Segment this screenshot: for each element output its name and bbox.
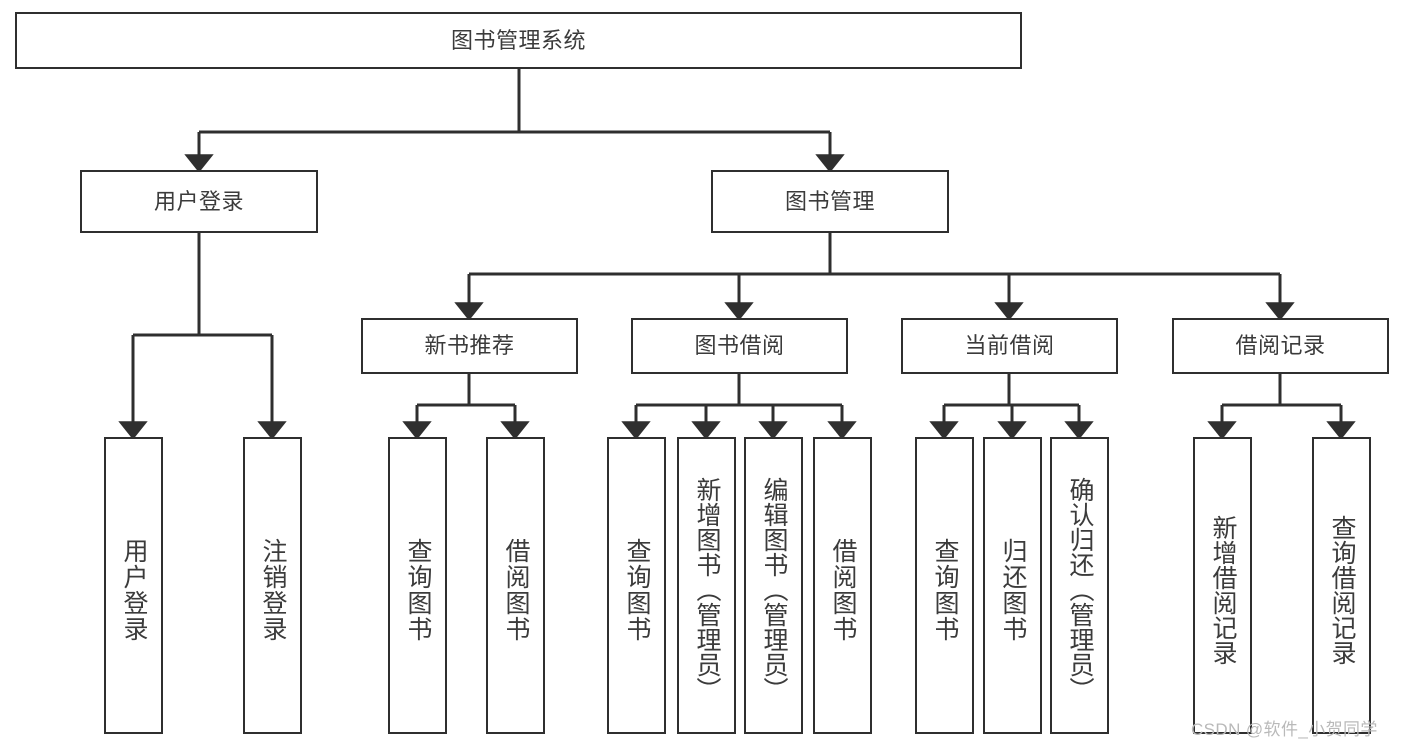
node-root-label: 图书管理系统 [450,27,586,53]
node-leaf-query-book-1-label: 查询图书 [404,537,432,642]
node-leaf-query-record-label: 查询借阅记录 [1328,514,1356,665]
node-leaf-borrow-book-1-label: 借阅图书 [502,537,530,642]
node-leaf-add-book-label: 新增图书（管理员） [693,477,721,702]
node-leaf-query-book-1[interactable]: 查询图书 [388,437,447,734]
node-current-borrow[interactable]: 当前借阅 [901,318,1118,374]
node-leaf-borrow-book-2-label: 借阅图书 [829,537,857,642]
node-book-borrow[interactable]: 图书借阅 [631,318,848,374]
node-user-login[interactable]: 用户登录 [80,170,318,233]
node-root[interactable]: 图书管理系统 [15,12,1022,69]
node-leaf-return-book[interactable]: 归还图书 [983,437,1042,734]
node-leaf-edit-book-label: 编辑图书（管理员） [760,477,788,702]
node-new-book-recommend[interactable]: 新书推荐 [361,318,578,374]
node-leaf-query-book-3-label: 查询图书 [931,537,959,642]
node-book-borrow-label: 图书借阅 [694,333,785,359]
node-leaf-borrow-book-1[interactable]: 借阅图书 [486,437,545,734]
node-leaf-query-book-2-label: 查询图书 [623,537,651,642]
node-leaf-add-book[interactable]: 新增图书（管理员） [677,437,736,734]
node-book-manage-label: 图书管理 [784,188,875,214]
node-leaf-logout[interactable]: 注销登录 [243,437,302,734]
node-leaf-add-record-label: 新增借阅记录 [1209,514,1237,665]
node-leaf-logout-label: 注销登录 [259,537,287,642]
node-current-borrow-label: 当前借阅 [964,333,1055,359]
node-user-login-label: 用户登录 [153,188,244,214]
node-leaf-confirm-return[interactable]: 确认归还（管理员） [1050,437,1109,734]
node-borrow-record[interactable]: 借阅记录 [1172,318,1389,374]
node-book-manage[interactable]: 图书管理 [711,170,949,233]
node-leaf-confirm-return-label: 确认归还（管理员） [1066,477,1094,702]
node-leaf-user-login[interactable]: 用户登录 [104,437,163,734]
node-borrow-record-label: 借阅记录 [1235,333,1326,359]
node-leaf-edit-book[interactable]: 编辑图书（管理员） [744,437,803,734]
node-leaf-query-book-3[interactable]: 查询图书 [915,437,974,734]
node-leaf-query-book-2[interactable]: 查询图书 [607,437,666,734]
node-leaf-query-record[interactable]: 查询借阅记录 [1312,437,1371,734]
node-leaf-borrow-book-2[interactable]: 借阅图书 [813,437,872,734]
node-leaf-user-login-label: 用户登录 [120,537,148,642]
node-leaf-return-book-label: 归还图书 [999,537,1027,642]
node-leaf-add-record[interactable]: 新增借阅记录 [1193,437,1252,734]
node-new-book-recommend-label: 新书推荐 [424,333,515,359]
